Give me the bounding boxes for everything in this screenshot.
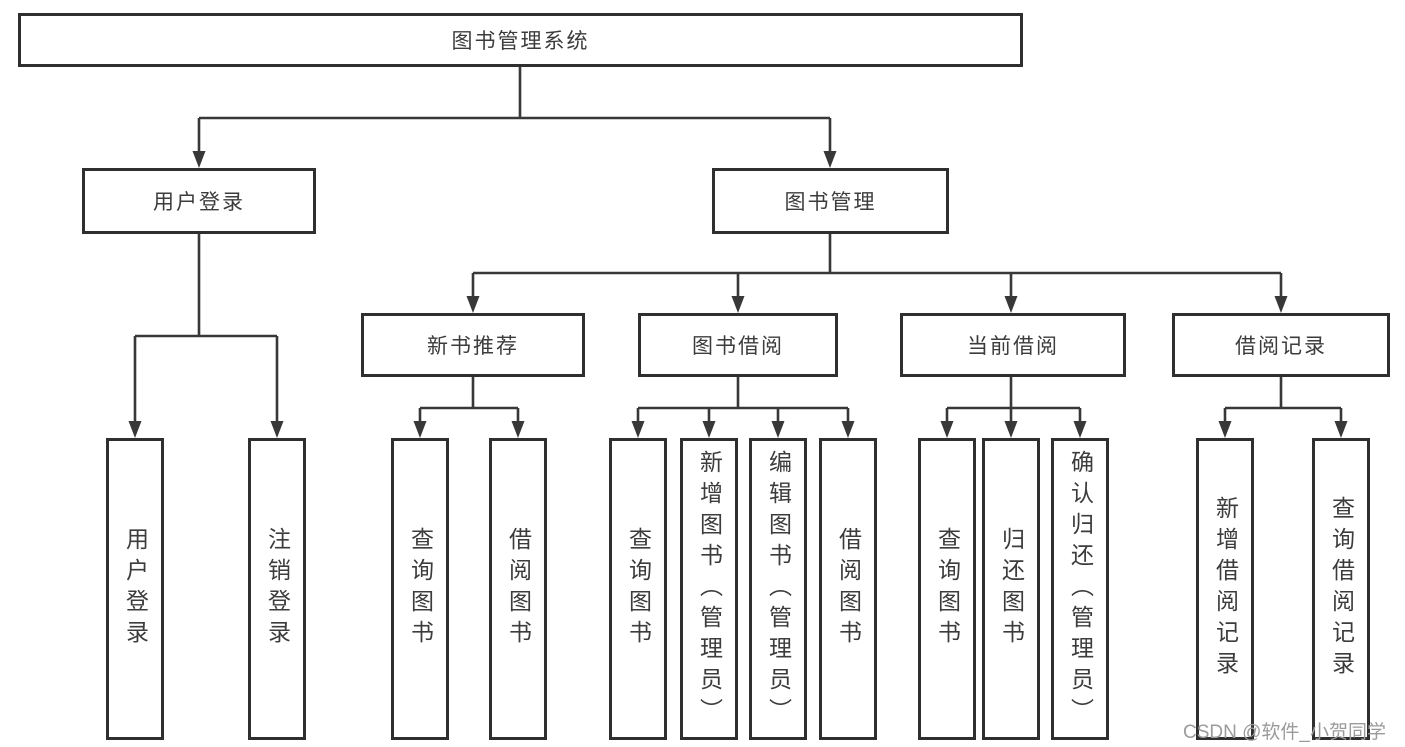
csdn-watermark: CSDN @软件_小贺同学	[1183, 722, 1386, 743]
leaf-borrowing-borrow-books: 借阅图书	[819, 438, 877, 740]
node-current-borrowing: 当前借阅	[900, 313, 1126, 377]
leaf-records-add-record: 新增借阅记录	[1196, 438, 1254, 740]
leaf-borrowing-edit-books-admin: 编辑图书（管理员）	[749, 438, 807, 740]
arrowheads	[128, 151, 1348, 438]
leaf-newbook-query-books: 查询图书	[391, 438, 449, 740]
leaf-borrowing-add-books-admin: 新增图书（管理员）	[680, 438, 738, 740]
node-user-login: 用户登录	[82, 168, 316, 234]
node-root: 图书管理系统	[18, 13, 1023, 67]
leaf-current-return-books: 归还图书	[982, 438, 1040, 740]
node-book-borrowing: 图书借阅	[638, 313, 838, 377]
node-new-book-recommend: 新书推荐	[361, 313, 585, 377]
leaf-records-query-record: 查询借阅记录	[1312, 438, 1370, 740]
leaf-user-login: 用户登录	[106, 438, 164, 740]
leaf-logout: 注销登录	[248, 438, 306, 740]
node-borrowing-records: 借阅记录	[1172, 313, 1390, 377]
leaf-current-confirm-return-admin: 确认归还（管理员）	[1051, 438, 1109, 740]
leaf-borrowing-query-books: 查询图书	[609, 438, 667, 740]
leaf-newbook-borrow-books: 借阅图书	[489, 438, 547, 740]
leaf-current-query-books: 查询图书	[918, 438, 976, 740]
node-book-management: 图书管理	[712, 168, 949, 234]
